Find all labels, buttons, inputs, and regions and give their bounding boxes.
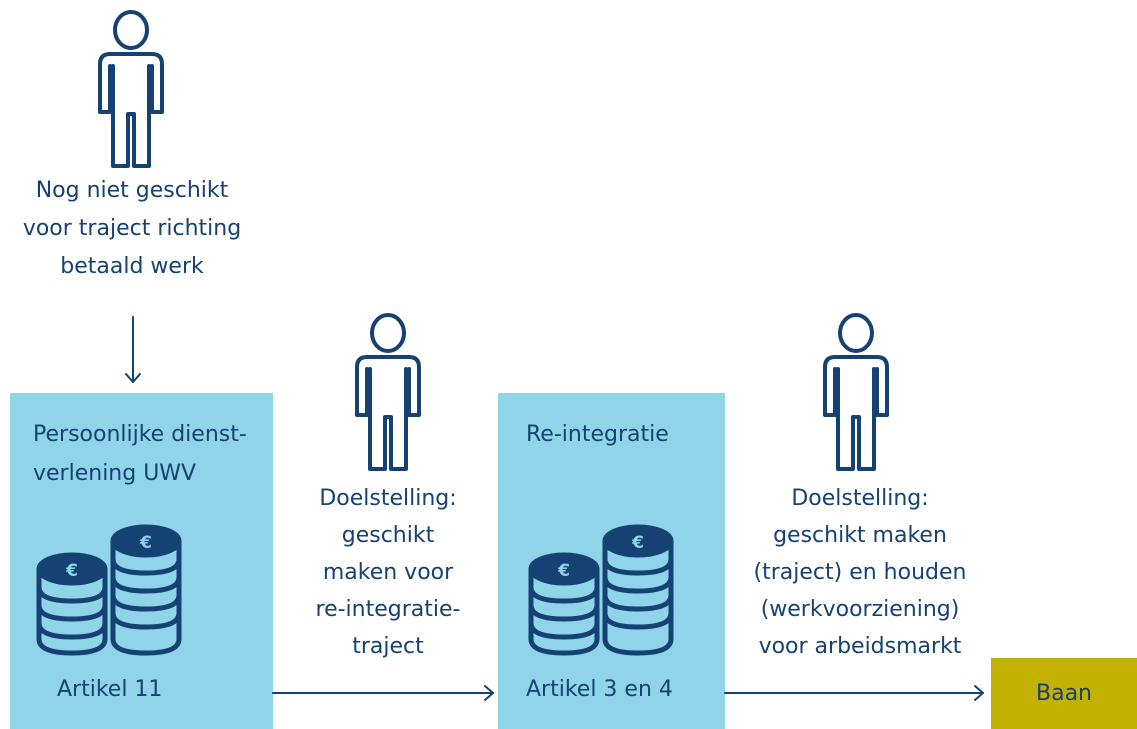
top-caption: Nog niet geschikt voor traject richting … bbox=[20, 172, 244, 286]
euro-coins-icon: € € bbox=[36, 524, 182, 656]
caption-line: voor traject richting bbox=[22, 216, 242, 241]
box-label-artikel-11: Artikel 11 bbox=[57, 677, 163, 702]
box-reintegratie: Re-integratie € € Artikel 3 en 4 bbox=[498, 393, 725, 729]
caption-line: betaald werk bbox=[60, 254, 204, 279]
euro-coins-icon: € € bbox=[528, 524, 674, 656]
goal-line: geschikt maken bbox=[773, 523, 947, 548]
box-persoonlijke-dienstverlening: Persoonlijke dienst- verlening UWV € € A… bbox=[10, 393, 273, 729]
svg-text:€: € bbox=[631, 533, 644, 553]
goal-line: (werkvoorziening) bbox=[760, 597, 960, 622]
arrow-right-icon bbox=[272, 685, 494, 701]
box-title: Persoonlijke dienst- verlening UWV bbox=[33, 415, 247, 493]
baan-label: Baan bbox=[1036, 681, 1092, 706]
box-title-line: Re-integratie bbox=[526, 422, 669, 447]
person-icon bbox=[823, 313, 889, 471]
goal-1-text: Doelstelling: geschikt maken voor re-int… bbox=[288, 480, 488, 665]
svg-text:€: € bbox=[139, 533, 152, 553]
goal-line: Doelstelling: bbox=[791, 486, 929, 511]
person-icon bbox=[355, 313, 421, 471]
baan-box: Baan bbox=[991, 658, 1137, 729]
goal-line: Doelstelling: bbox=[319, 486, 457, 511]
goal-line: re-integratie- bbox=[315, 597, 461, 622]
box-title: Re-integratie bbox=[526, 415, 669, 454]
goal-line: (traject) en houden bbox=[753, 560, 967, 585]
box-label-artikel-3-en-4: Artikel 3 en 4 bbox=[526, 677, 673, 702]
goal-line: geschikt bbox=[341, 523, 435, 548]
svg-text:€: € bbox=[65, 561, 78, 581]
svg-text:€: € bbox=[557, 561, 570, 581]
box-title-line: verlening UWV bbox=[33, 461, 197, 486]
goal-line: traject bbox=[352, 634, 424, 659]
arrow-right-icon bbox=[724, 685, 984, 701]
arrow-down-icon bbox=[125, 316, 141, 383]
goal-line: maken voor bbox=[322, 560, 454, 585]
caption-line: Nog niet geschikt bbox=[35, 178, 229, 203]
box-title-line: Persoonlijke dienst- bbox=[33, 422, 247, 447]
goal-2-text: Doelstelling: geschikt maken (traject) e… bbox=[735, 480, 985, 665]
person-icon bbox=[98, 10, 164, 168]
goal-line: voor arbeidsmarkt bbox=[758, 634, 962, 659]
